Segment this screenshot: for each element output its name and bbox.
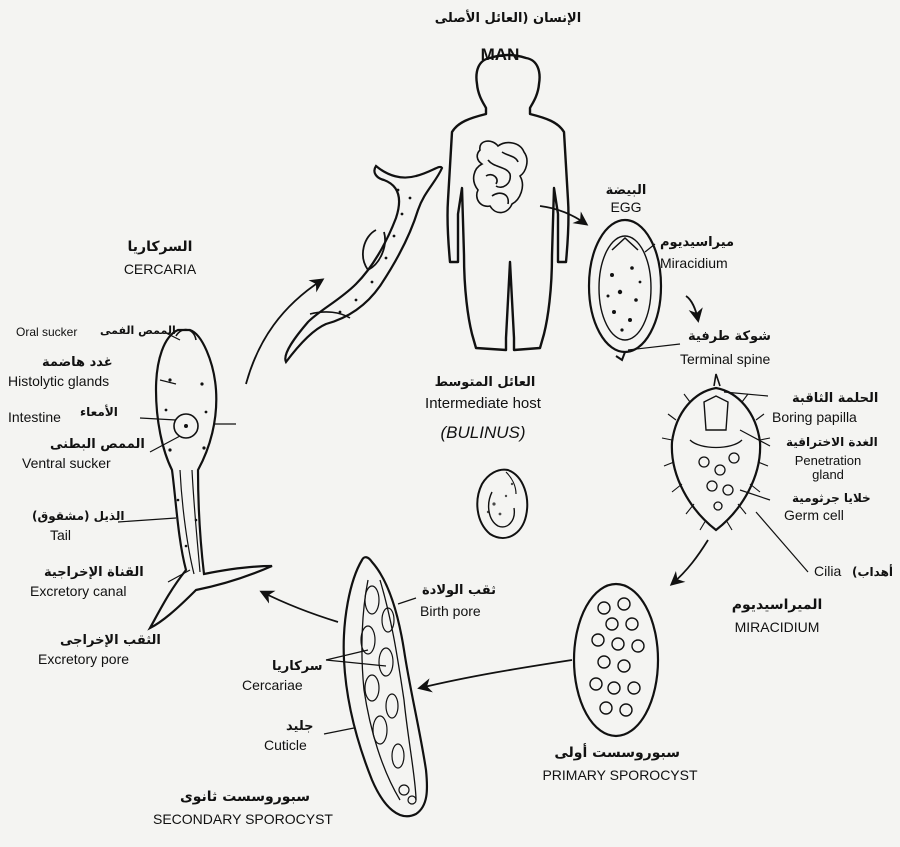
cercaria-oral-en: Oral sucker <box>16 326 77 339</box>
primary-label-ar: سبوروسست أولى <box>560 746 680 761</box>
secondary-cercariae-ar: سركاريا <box>272 660 323 674</box>
miracidium-leader-2 <box>740 430 770 446</box>
miracidium-cilia-ar: أهداب) <box>852 566 893 579</box>
secondary-title-en: SECONDARY SPOROCYST <box>128 812 358 827</box>
cercaria-ventral-en: Ventral sucker <box>22 456 111 471</box>
host-label-ar: العائل المتوسط <box>410 376 560 390</box>
secondary-cuticle-en: Cuticle <box>264 738 307 753</box>
primary-sporocyst-cells <box>590 598 644 716</box>
cercaria-histo-en: Histolytic glands <box>8 374 109 389</box>
cercaria-intestine-en: Intestine <box>8 410 61 425</box>
arrow-secondary-to-cercaria <box>262 592 338 622</box>
cercaria-intestine-ar: الأمعاء <box>80 406 118 419</box>
egg-spine-en: Terminal spine <box>680 352 770 367</box>
miracidium-gland-en: Penetration gland <box>778 454 878 483</box>
miracidium-boring-ar: الحلمة الثاقبة <box>792 392 878 406</box>
miracidium-title-ar: الميراسيديوم <box>722 598 832 613</box>
man-label-ar: الإنسان (العائل الأصلى <box>408 12 608 26</box>
egg-label-ar: البيضة <box>596 184 656 198</box>
arrow-cercaria-to-man <box>246 280 322 384</box>
cercaria-title-en: CERCARIA <box>100 262 220 277</box>
cercaria-canal-ar: القناة الإخراجية <box>44 566 144 580</box>
arrow-primary-to-secondary <box>420 660 572 688</box>
man-label-en: MAN <box>440 46 560 65</box>
man-organs <box>474 141 527 213</box>
miracidium-germ-cells <box>699 453 739 510</box>
miracidium-drawing <box>672 374 760 530</box>
arrow-man-to-egg <box>540 206 586 224</box>
cercaria-leader-histo <box>160 380 176 384</box>
secondary-birth-en: Birth pore <box>420 604 481 619</box>
arrow-miracidium-to-primary <box>672 540 708 584</box>
arrow-egg-to-miracidium <box>686 296 698 320</box>
miracidium-boring-en: Boring papilla <box>772 410 857 425</box>
cercaria-canal-en: Excretory canal <box>30 584 126 599</box>
cercaria-ventral-ar: الممص البطنى <box>50 438 145 452</box>
secondary-cuticle-ar: جليد <box>286 720 314 734</box>
secondary-leader-cuticle <box>324 728 354 734</box>
cercaria-oral-ar: الممص الفمى <box>100 325 176 337</box>
host-label-en: Intermediate host <box>398 396 568 413</box>
secondary-birth-ar: ثقب الولادة <box>422 584 496 598</box>
secondary-leader-cercariae-2 <box>326 660 386 666</box>
miracidium-germ-ar: خلايا جرثومية <box>792 492 871 505</box>
egg-spine-leader <box>628 344 680 350</box>
cercaria-drawing <box>150 330 272 628</box>
miracidium-germ-en: Germ cell <box>784 508 844 523</box>
cercaria-title-ar: السركاريا <box>100 240 220 255</box>
cercaria-pore-en: Excretory pore <box>38 652 129 667</box>
primary-sporocyst-drawing <box>574 584 658 736</box>
secondary-title-ar: سبوروسست ثانوى <box>170 790 320 805</box>
egg-label-en: EGG <box>596 200 656 215</box>
egg-spine-ar: شوكة طرفية <box>688 330 771 344</box>
miracidium-title-en: MIRACIDIUM <box>712 620 842 635</box>
cercaria-pore-ar: الثقب الإخراجى <box>60 634 161 648</box>
host-name: (BULINUS) <box>408 424 558 443</box>
egg-stipple <box>607 266 642 331</box>
cercaria-leader-tail <box>118 518 176 522</box>
egg-miracidium-en: Miracidium <box>660 256 728 271</box>
secondary-sporocyst-drawing <box>344 557 427 816</box>
egg-drawing <box>589 220 661 360</box>
snail-drawing <box>477 470 527 538</box>
miracidium-gland-ar: الغدة الاختراقية <box>786 436 878 449</box>
cercaria-tail-en: Tail <box>50 528 71 543</box>
cercaria-tail-ar: الذيل (مشقوق) <box>32 510 124 523</box>
secondary-cercariae-en: Cercariae <box>242 678 303 693</box>
cercaria-histo-ar: غدد هاضمة <box>42 356 113 370</box>
swimming-cercaria-drawing <box>285 166 442 362</box>
egg-miracidium-ar: ميراسيديوم <box>660 236 734 250</box>
miracidium-cilia-en: Cilia <box>814 564 841 579</box>
primary-label-en: PRIMARY SPOROCYST <box>510 768 730 783</box>
secondary-leader-birth <box>398 598 416 604</box>
snail-shading <box>487 483 513 516</box>
